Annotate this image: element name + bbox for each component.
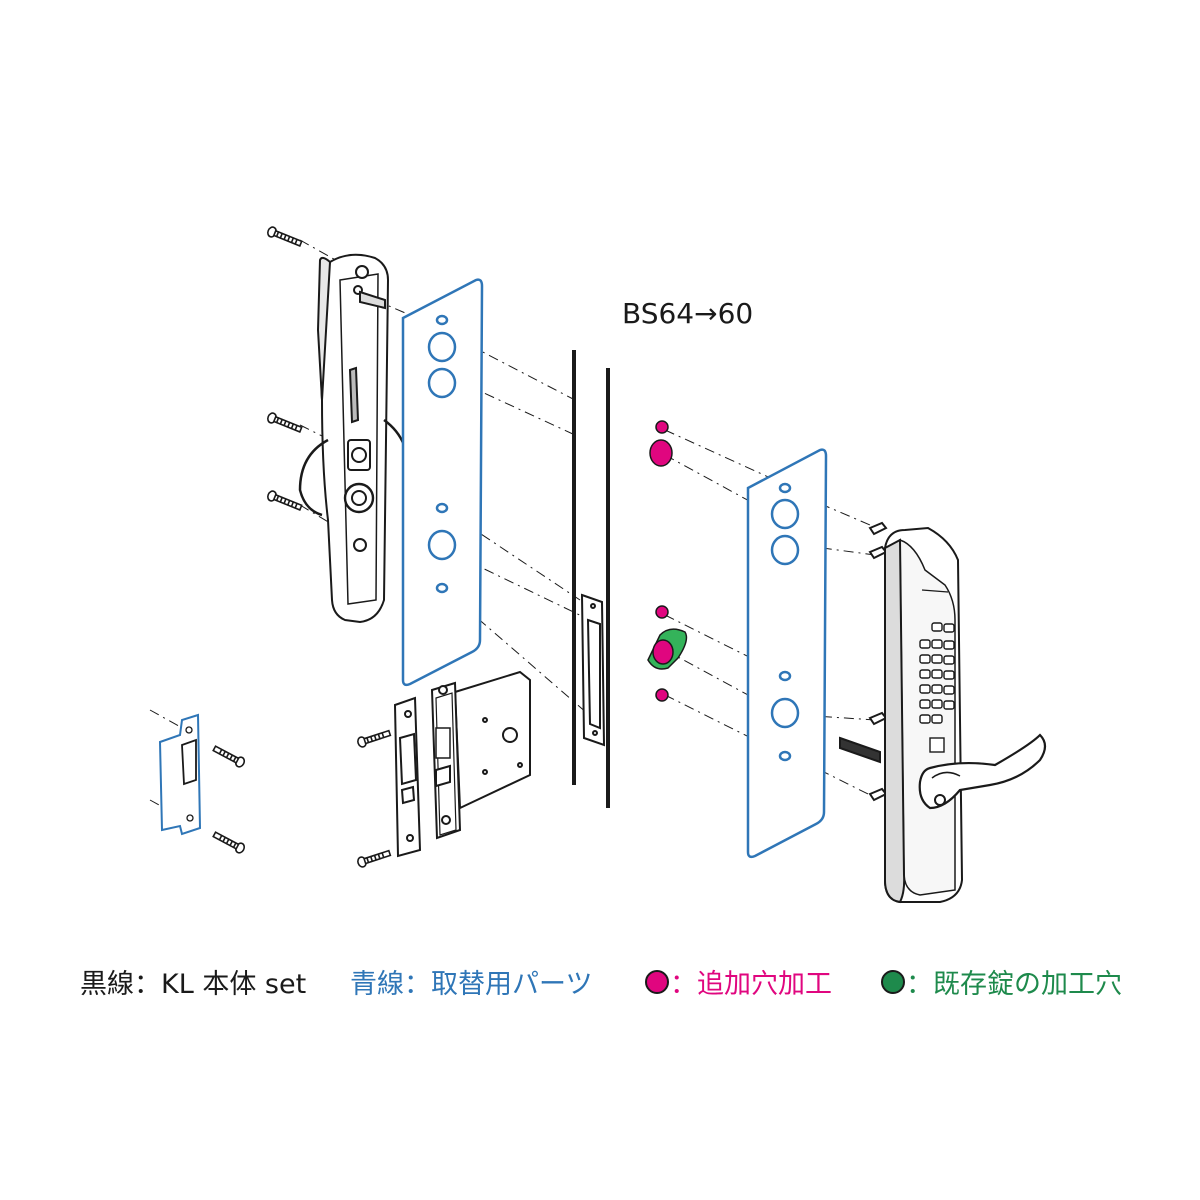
legend: 黒線：KL 本体 set 青線：取替用パーツ ：追加穴加工 ：既存錠の加工穴 bbox=[80, 969, 1122, 1000]
mortise-lock-case bbox=[430, 670, 531, 840]
mortise-screws bbox=[357, 729, 392, 868]
green-swatch-icon bbox=[881, 970, 905, 994]
door-edge-front-plate bbox=[580, 593, 606, 747]
legend-existing-holes: ：既存錠の加工穴 bbox=[906, 969, 1122, 1000]
legend-blue-line: 青線：取替用パーツ bbox=[350, 969, 592, 1000]
strike-screws bbox=[212, 745, 246, 854]
keypad-buttons bbox=[919, 622, 955, 753]
mortise-front-plate bbox=[393, 696, 422, 858]
mounting-screws-left bbox=[267, 226, 303, 511]
strike-plate bbox=[158, 713, 202, 836]
door-section-lines bbox=[572, 350, 610, 808]
additional-hole-markers bbox=[649, 420, 673, 702]
backset-note: BS64→60 bbox=[622, 297, 753, 330]
legend-black-line: 黒線：KL 本体 set bbox=[80, 969, 306, 1000]
existing-lock-hole-marker bbox=[647, 628, 688, 670]
magenta-swatch-icon bbox=[645, 970, 669, 994]
replacement-plate-left bbox=[401, 278, 484, 687]
inner-handle-unit bbox=[298, 253, 406, 624]
replacement-plate-right bbox=[746, 448, 828, 859]
outer-keypad-unit bbox=[839, 521, 1047, 904]
legend-added-holes: ：追加穴加工 bbox=[670, 969, 832, 1000]
